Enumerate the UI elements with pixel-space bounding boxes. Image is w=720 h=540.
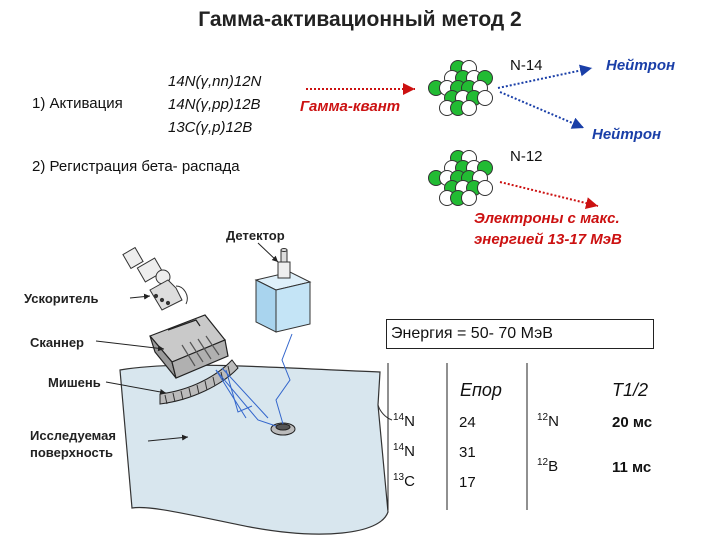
table-header-halflife: T1/2 [612,380,649,400]
sample-spot [270,422,296,436]
table-row-2-isotope: 14N [393,442,415,460]
surface-fold [377,404,393,421]
detector-device [254,248,312,333]
page-title: Гамма-активационный метод 2 [198,8,522,31]
table-row-3-energy: 17 [459,474,476,491]
accelerator-label: Ускоритель [24,291,99,306]
n14-label: N-14 [510,57,543,74]
table-row-1-energy: 24 [459,414,476,431]
surface-label-line1: Исследуемая [30,428,116,443]
reaction-2: 14N(γ,pp)12B [168,96,261,113]
detector-label: Детектор [226,228,285,243]
scanner-label: Сканнер [30,335,84,350]
product-1-halflife: 20 мс [612,414,653,431]
n12-label: N-12 [510,148,543,165]
electrons-label-line2: энергией 13-17 МэВ [474,231,622,248]
reaction-1: 14N(γ,nn)12N [168,73,262,90]
product-2-isotope: 12B [537,457,559,475]
investigated-surface [119,364,389,535]
table-grid [387,363,528,510]
table-row-3-isotope: 13C [393,472,415,490]
electrons-label-line1: Электроны с макс. [474,210,620,227]
accelerator-device [122,246,188,311]
radiation-beams [215,333,293,427]
target-label: Мишень [48,375,101,390]
step-registration: 2) Регистрация бета- распада [32,158,240,175]
nucleon [461,100,477,116]
leader-lines [95,242,279,442]
neutron-label-1: Нейтрон [606,57,676,74]
energy-box: Энергия = 50- 70 МэВ [386,319,654,349]
neutron-arrow-lower [499,91,585,129]
nucleus-n12 [428,150,493,206]
target-comb [159,359,239,405]
product-2-halflife: 11 мс [612,459,652,476]
electron-arrow [499,181,599,209]
neutron-arrow-upper [497,64,593,89]
product-1-isotope: 12N [537,412,559,430]
nucleus-n14 [428,60,493,116]
table-row-2-energy: 31 [459,444,476,461]
scanner-device [148,314,229,379]
nucleon [477,180,493,196]
surface-label-line2: поверхность [30,445,114,460]
neutron-label-2: Нейтрон [592,126,662,143]
gamma-label: Гамма-квант [300,98,401,115]
table-row-1-isotope: 14N [393,412,415,430]
nucleon [461,190,477,206]
nucleon [477,90,493,106]
reaction-3: 13C(γ,p)12B [168,119,253,136]
step-activation: 1) Активация [32,95,123,112]
table-header-threshold: Eпор [460,380,502,400]
